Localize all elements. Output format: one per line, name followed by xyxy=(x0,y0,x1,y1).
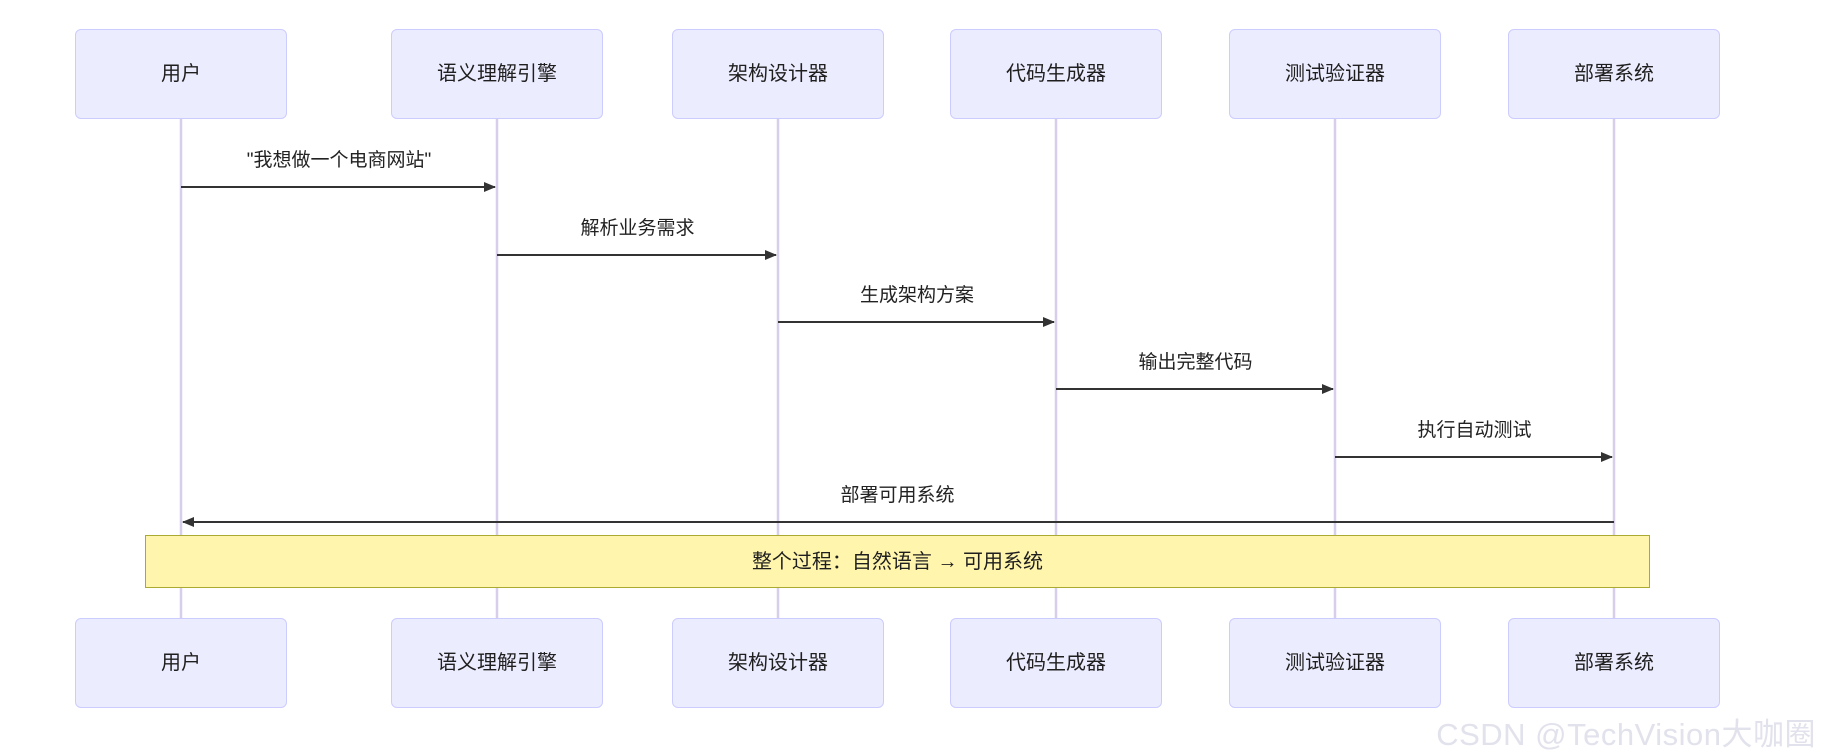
message-label-5: 执行自动测试 xyxy=(1417,420,1532,441)
participant-nlu-bottom[interactable]: 语义理解引擎 xyxy=(391,618,603,708)
participant-architect-bottom[interactable]: 架构设计器 xyxy=(672,618,884,708)
participant-nlu-top[interactable]: 语义理解引擎 xyxy=(391,29,603,119)
participant-deploy-bottom[interactable]: 部署系统 xyxy=(1508,618,1720,708)
participant-label: 架构设计器 xyxy=(728,652,828,674)
participant-tester-top[interactable]: 测试验证器 xyxy=(1229,29,1441,119)
message-label-6: 部署可用系统 xyxy=(840,485,955,506)
note-box: 整个过程：自然语言 → 可用系统 xyxy=(145,535,1650,588)
participant-label: 代码生成器 xyxy=(1006,63,1106,85)
participant-label: 测试验证器 xyxy=(1285,652,1385,674)
participant-deploy-top[interactable]: 部署系统 xyxy=(1508,29,1720,119)
participant-user-bottom[interactable]: 用户 xyxy=(75,618,287,708)
participant-label: 测试验证器 xyxy=(1285,63,1385,85)
participant-label: 部署系统 xyxy=(1574,652,1654,674)
participant-codegen-bottom[interactable]: 代码生成器 xyxy=(950,618,1162,708)
message-label-2: 解析业务需求 xyxy=(580,218,695,239)
participant-label: 用户 xyxy=(161,63,201,85)
lifelines-group xyxy=(179,119,1616,618)
message-label-3: 生成架构方案 xyxy=(859,285,975,306)
participant-architect-top[interactable]: 架构设计器 xyxy=(672,29,884,119)
watermark: CSDN @TechVision大咖圈 xyxy=(1436,717,1816,752)
participant-codegen-top[interactable]: 代码生成器 xyxy=(950,29,1162,119)
participant-label: 代码生成器 xyxy=(1006,652,1106,674)
message-label-1: "我想做一个电商网站" xyxy=(246,150,432,171)
participant-label: 用户 xyxy=(161,652,201,674)
message-arrows-group xyxy=(181,182,1614,527)
message-label-4: 输出完整代码 xyxy=(1138,352,1253,373)
participant-tester-bottom[interactable]: 测试验证器 xyxy=(1229,618,1441,708)
participant-label: 部署系统 xyxy=(1574,63,1654,85)
participant-label: 语义理解引擎 xyxy=(437,63,557,85)
participant-user-top[interactable]: 用户 xyxy=(75,29,287,119)
participant-label: 架构设计器 xyxy=(728,63,828,85)
note-label: 整个过程：自然语言 → 可用系统 xyxy=(751,550,1044,573)
participant-label: 语义理解引擎 xyxy=(437,652,557,674)
